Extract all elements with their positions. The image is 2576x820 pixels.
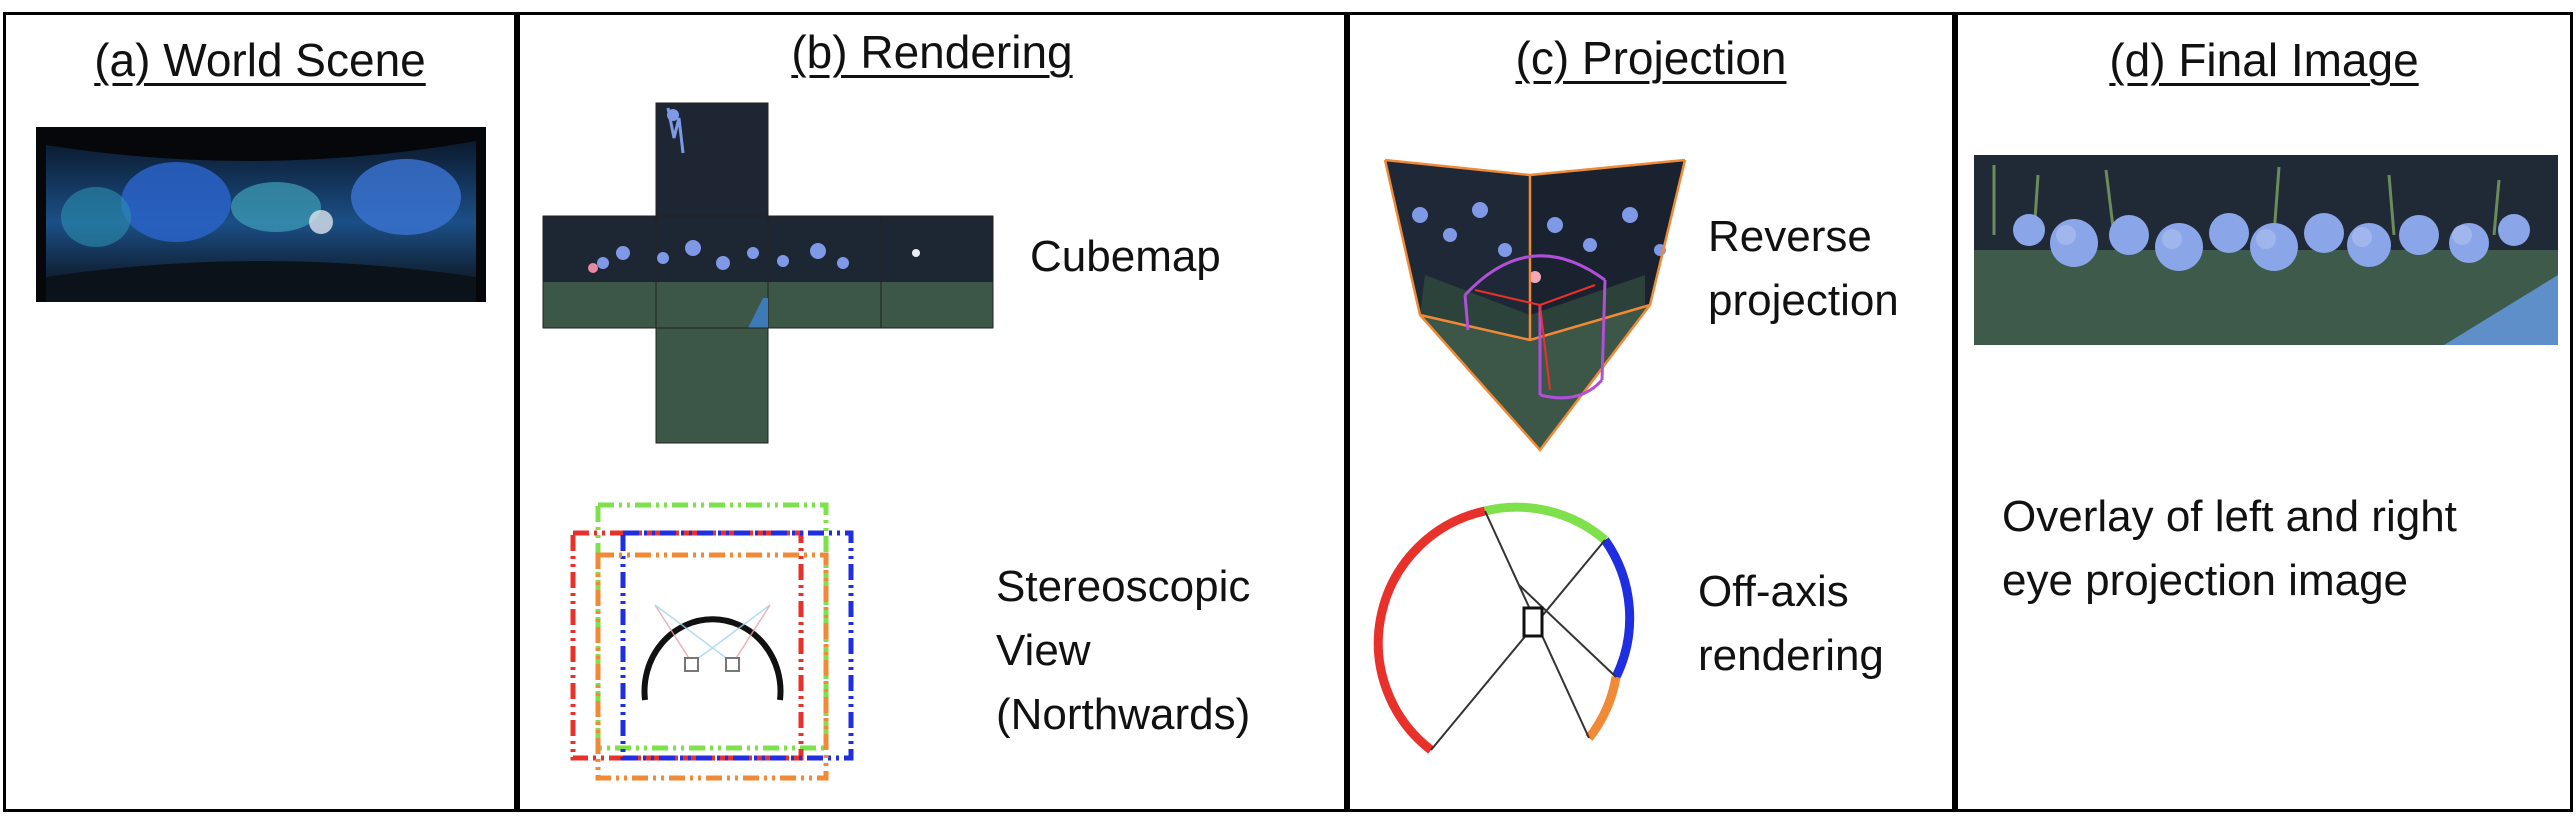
off-axis-rendering-label: Off-axis rendering — [1698, 567, 1884, 680]
panel-final-image: (d) Final Image — [1955, 12, 2573, 812]
panel-world-scene: (a) World Scene — [3, 12, 517, 812]
off-axis-rendering-diagram — [1373, 502, 1635, 754]
stereoscopic-view-label: Stereoscopic View (Northwards) — [996, 562, 1251, 739]
cubemap-image — [542, 102, 994, 444]
reverse-projection-image — [1383, 158, 1687, 452]
panel-title: (d) Final Image — [2109, 34, 2419, 86]
green-arc — [1483, 502, 1608, 544]
panel-title: (b) Rendering — [791, 26, 1073, 78]
reverse-projection-label: Reverse projection — [1708, 212, 1899, 325]
panel-title: (c) Projection — [1515, 32, 1787, 84]
final-image-caption: Overlay of left and right eye projection… — [2002, 492, 2457, 605]
blue-frustum-frame — [620, 530, 854, 761]
green-frustum-frame — [595, 502, 829, 751]
orange-arc — [1585, 676, 1621, 741]
blue-arc — [1601, 537, 1635, 679]
left-eye-marker — [684, 657, 699, 672]
panel-projection: (c) Projection — [1347, 12, 1955, 812]
right-eye-marker — [725, 657, 740, 672]
world-scene-image — [36, 127, 486, 302]
dome-screen-arc — [641, 616, 784, 701]
camera-marker — [1522, 606, 1544, 638]
panel-rendering: (b) Rendering Cubemap — [517, 12, 1347, 812]
stereoscopic-view-diagram — [570, 502, 854, 781]
red-frustum-frame — [570, 530, 804, 761]
orange-frustum-frame — [595, 552, 829, 781]
red-arc — [1373, 506, 1486, 754]
panel-title: (a) World Scene — [94, 34, 426, 86]
cubemap-label: Cubemap — [1030, 232, 1221, 281]
final-overlay-image — [1974, 155, 2558, 345]
